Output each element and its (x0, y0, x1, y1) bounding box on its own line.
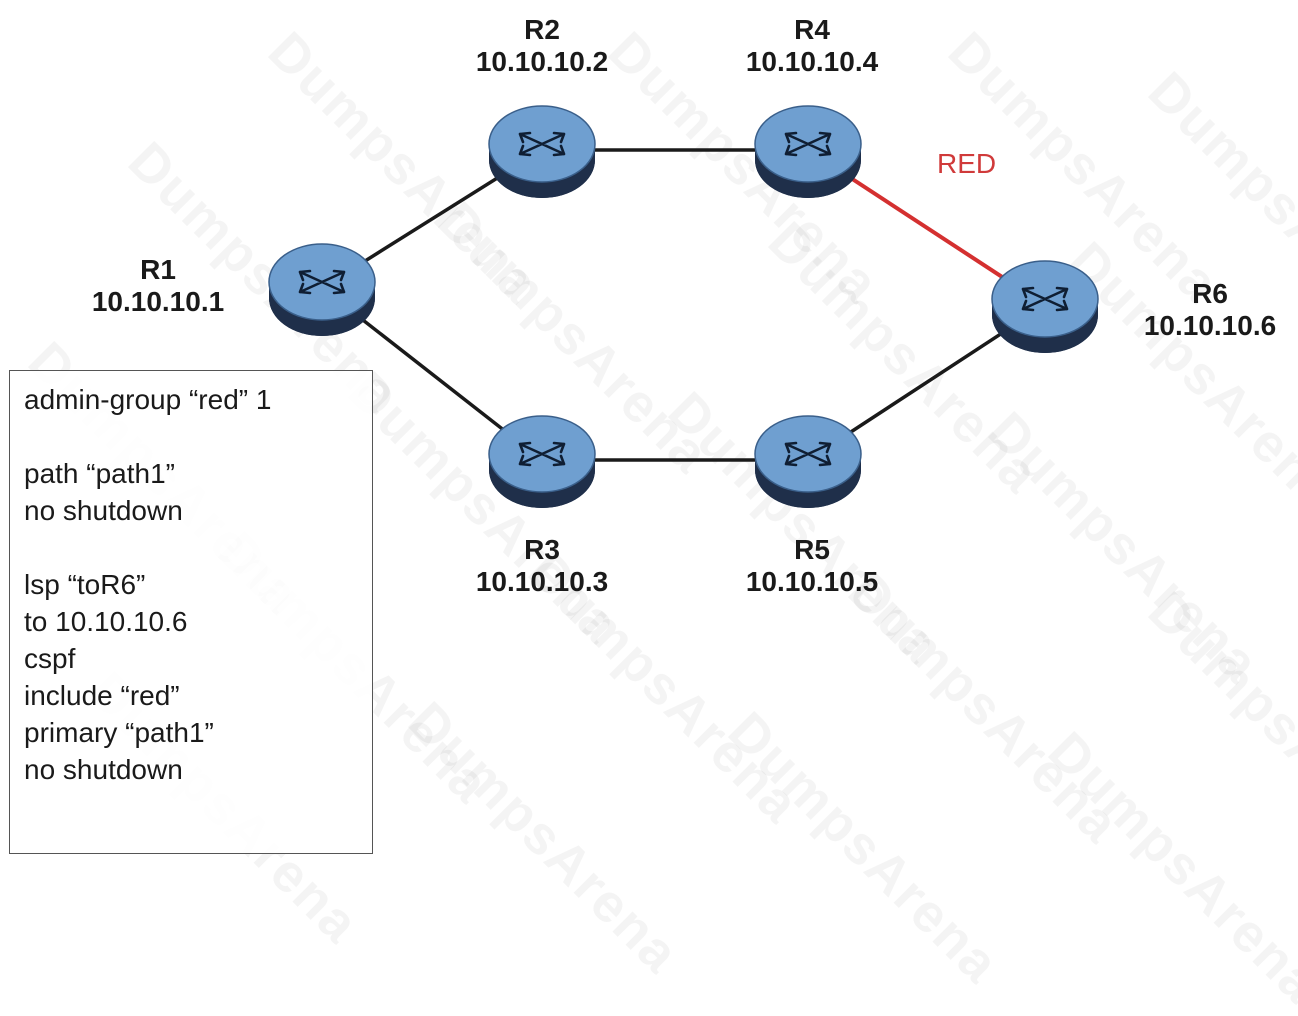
config-line: path “path1” (24, 458, 175, 489)
config-line: no shutdown (24, 754, 183, 785)
config-line: admin-group “red” 1 (24, 384, 272, 415)
router-name: R5 (794, 534, 830, 565)
router-icon-r5 (754, 415, 862, 508)
config-line (24, 418, 372, 455)
router-arrows-icon (1021, 286, 1069, 312)
router-label-r5: R5 10.10.10.5 (712, 534, 912, 598)
router-name: R1 (140, 254, 176, 285)
router-name: R3 (524, 534, 560, 565)
router-icon-r1 (268, 243, 376, 336)
router-arrows-icon (518, 441, 566, 467)
router-arrows-icon (784, 131, 832, 157)
router-ip: 10.10.10.4 (745, 46, 879, 77)
config-line: cspf (24, 643, 76, 674)
router-icon-r2 (488, 105, 596, 198)
config-line: include “red” (24, 680, 180, 711)
red-link-label: RED (937, 148, 997, 179)
config-line: lsp “toR6” (24, 569, 146, 600)
router-arrows-icon (298, 269, 346, 295)
router-ip: 10.10.10.5 (745, 566, 879, 597)
topology-canvas (268, 105, 1099, 508)
router-name: R6 (1192, 278, 1228, 309)
router-label-r4: R4 10.10.10.4 (712, 14, 912, 78)
router-ip: 10.10.10.2 (475, 46, 609, 77)
router-ip: 10.10.10.3 (475, 566, 609, 597)
router-ip: 10.10.10.6 (1143, 310, 1277, 341)
router-label-r2: R2 10.10.10.2 (442, 14, 642, 78)
lsp-config-box: admin-group “red” 1 path “path1” no shut… (9, 370, 373, 854)
router-icon-r6 (991, 260, 1099, 353)
router-label-r1: R1 10.10.10.1 (58, 254, 258, 318)
network-diagram: DumpsArenaDumpsArenaDumpsArenaDumpsArena… (9, 14, 1298, 1015)
config-line: to 10.10.10.6 (24, 606, 188, 637)
config-line: no shutdown (24, 495, 183, 526)
router-icon-r4 (754, 105, 862, 198)
config-line (24, 529, 372, 566)
router-name: R2 (524, 14, 560, 45)
config-line: primary “path1” (24, 717, 214, 748)
router-label-r6: R6 10.10.10.6 (1110, 278, 1298, 342)
router-icon-r3 (488, 415, 596, 508)
router-arrows-icon (518, 131, 566, 157)
router-ip: 10.10.10.1 (91, 286, 225, 317)
router-arrows-icon (784, 441, 832, 467)
router-label-r3: R3 10.10.10.3 (442, 534, 642, 598)
router-name: R4 (794, 14, 830, 45)
